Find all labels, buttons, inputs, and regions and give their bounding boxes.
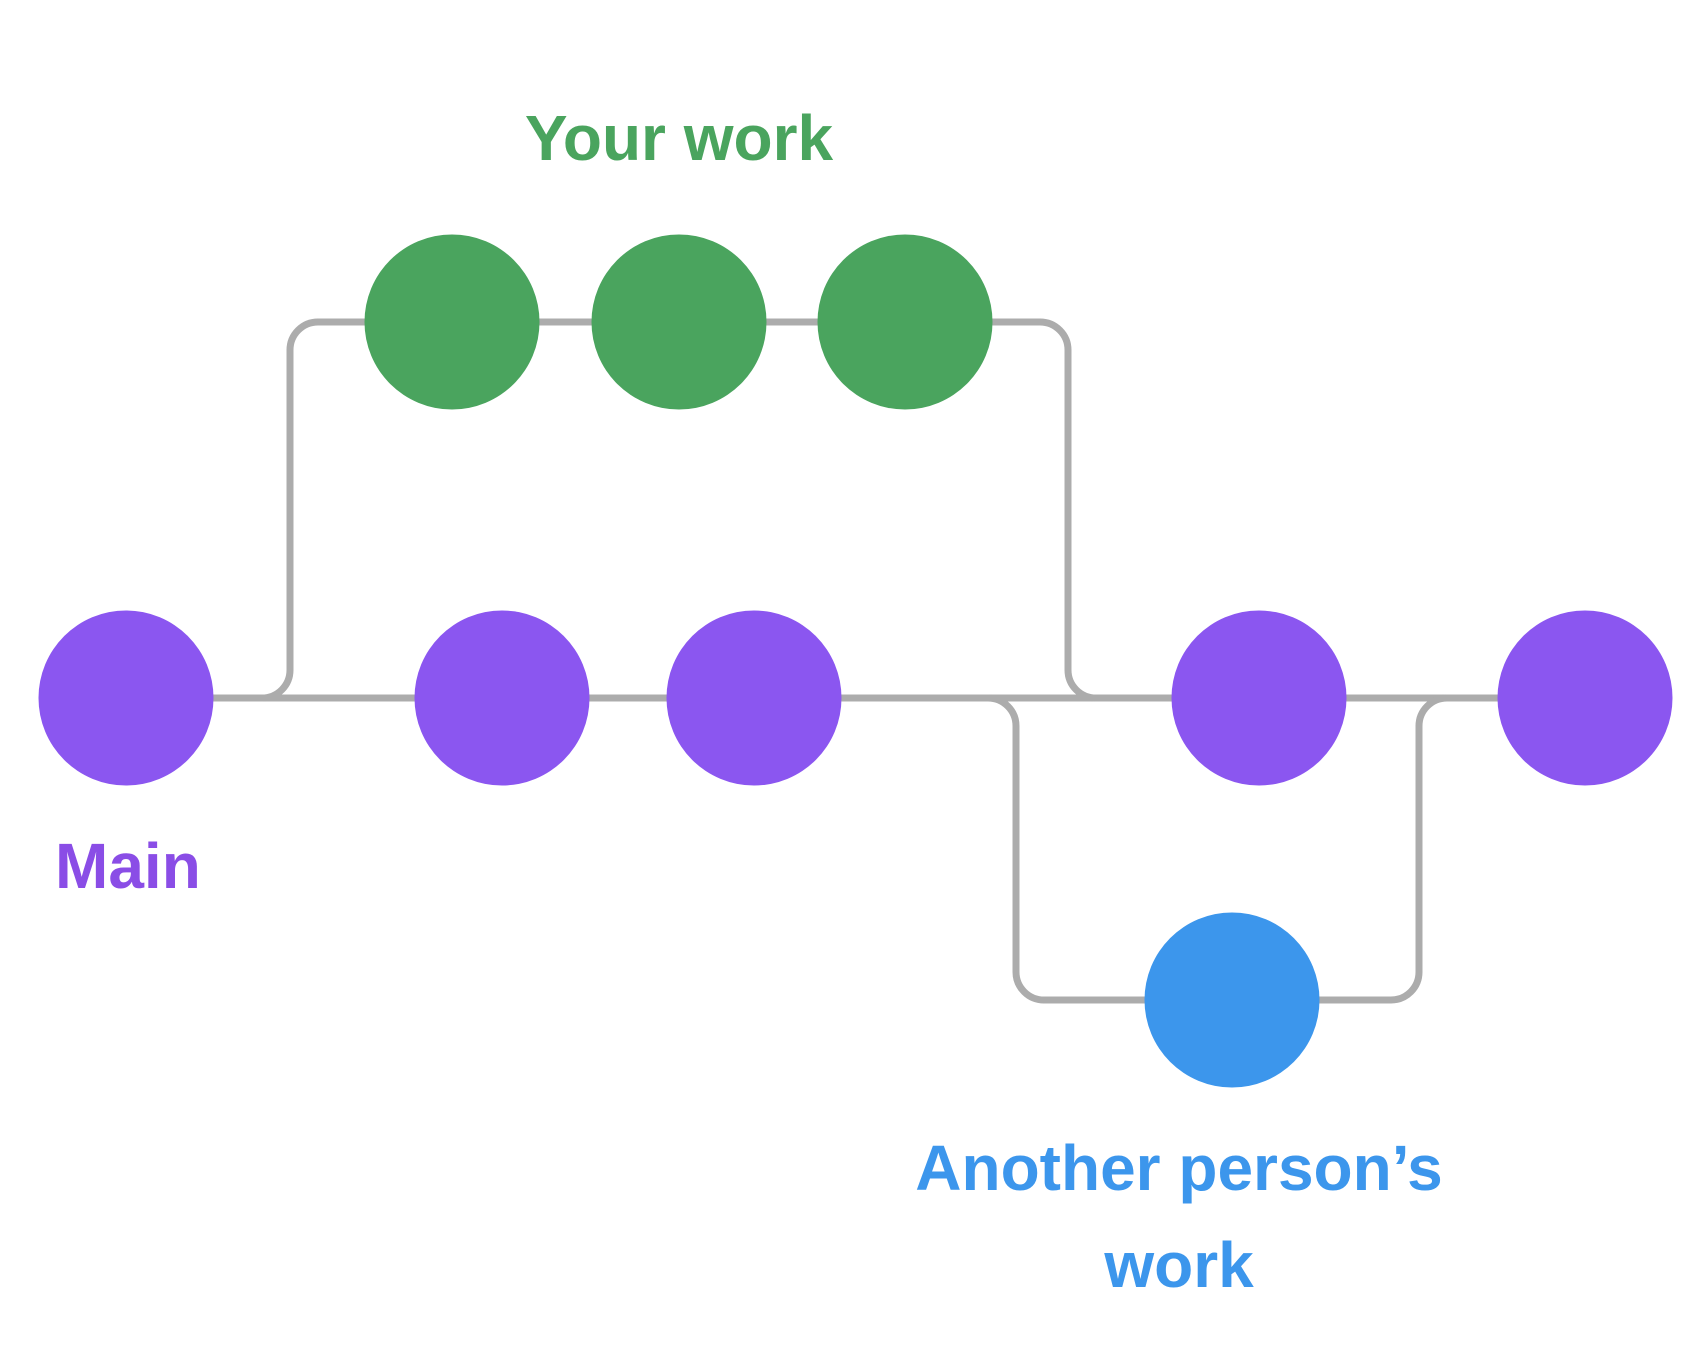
commit-circle: [1171, 610, 1347, 786]
commit-circle: [1497, 610, 1673, 786]
commit-circle: [414, 610, 590, 786]
connector-lines: [126, 318, 1585, 1004]
another-person-label-line2: work: [1103, 1229, 1254, 1301]
commit-circle: [38, 610, 214, 786]
commit-circle: [591, 234, 767, 410]
another-person-label-line1: Another person’s: [915, 1132, 1442, 1204]
commit-circle: [817, 234, 993, 410]
your-work-label: Your work: [525, 102, 834, 174]
main-label: Main: [55, 830, 201, 902]
another-person-commits: [1144, 912, 1320, 1088]
commit-circle: [1144, 912, 1320, 1088]
commit-circle: [364, 234, 540, 410]
main-commits: [38, 610, 1673, 786]
commit-circle: [666, 610, 842, 786]
your-work-commits: [364, 234, 993, 410]
your-work-branch-line: [261, 318, 1200, 702]
